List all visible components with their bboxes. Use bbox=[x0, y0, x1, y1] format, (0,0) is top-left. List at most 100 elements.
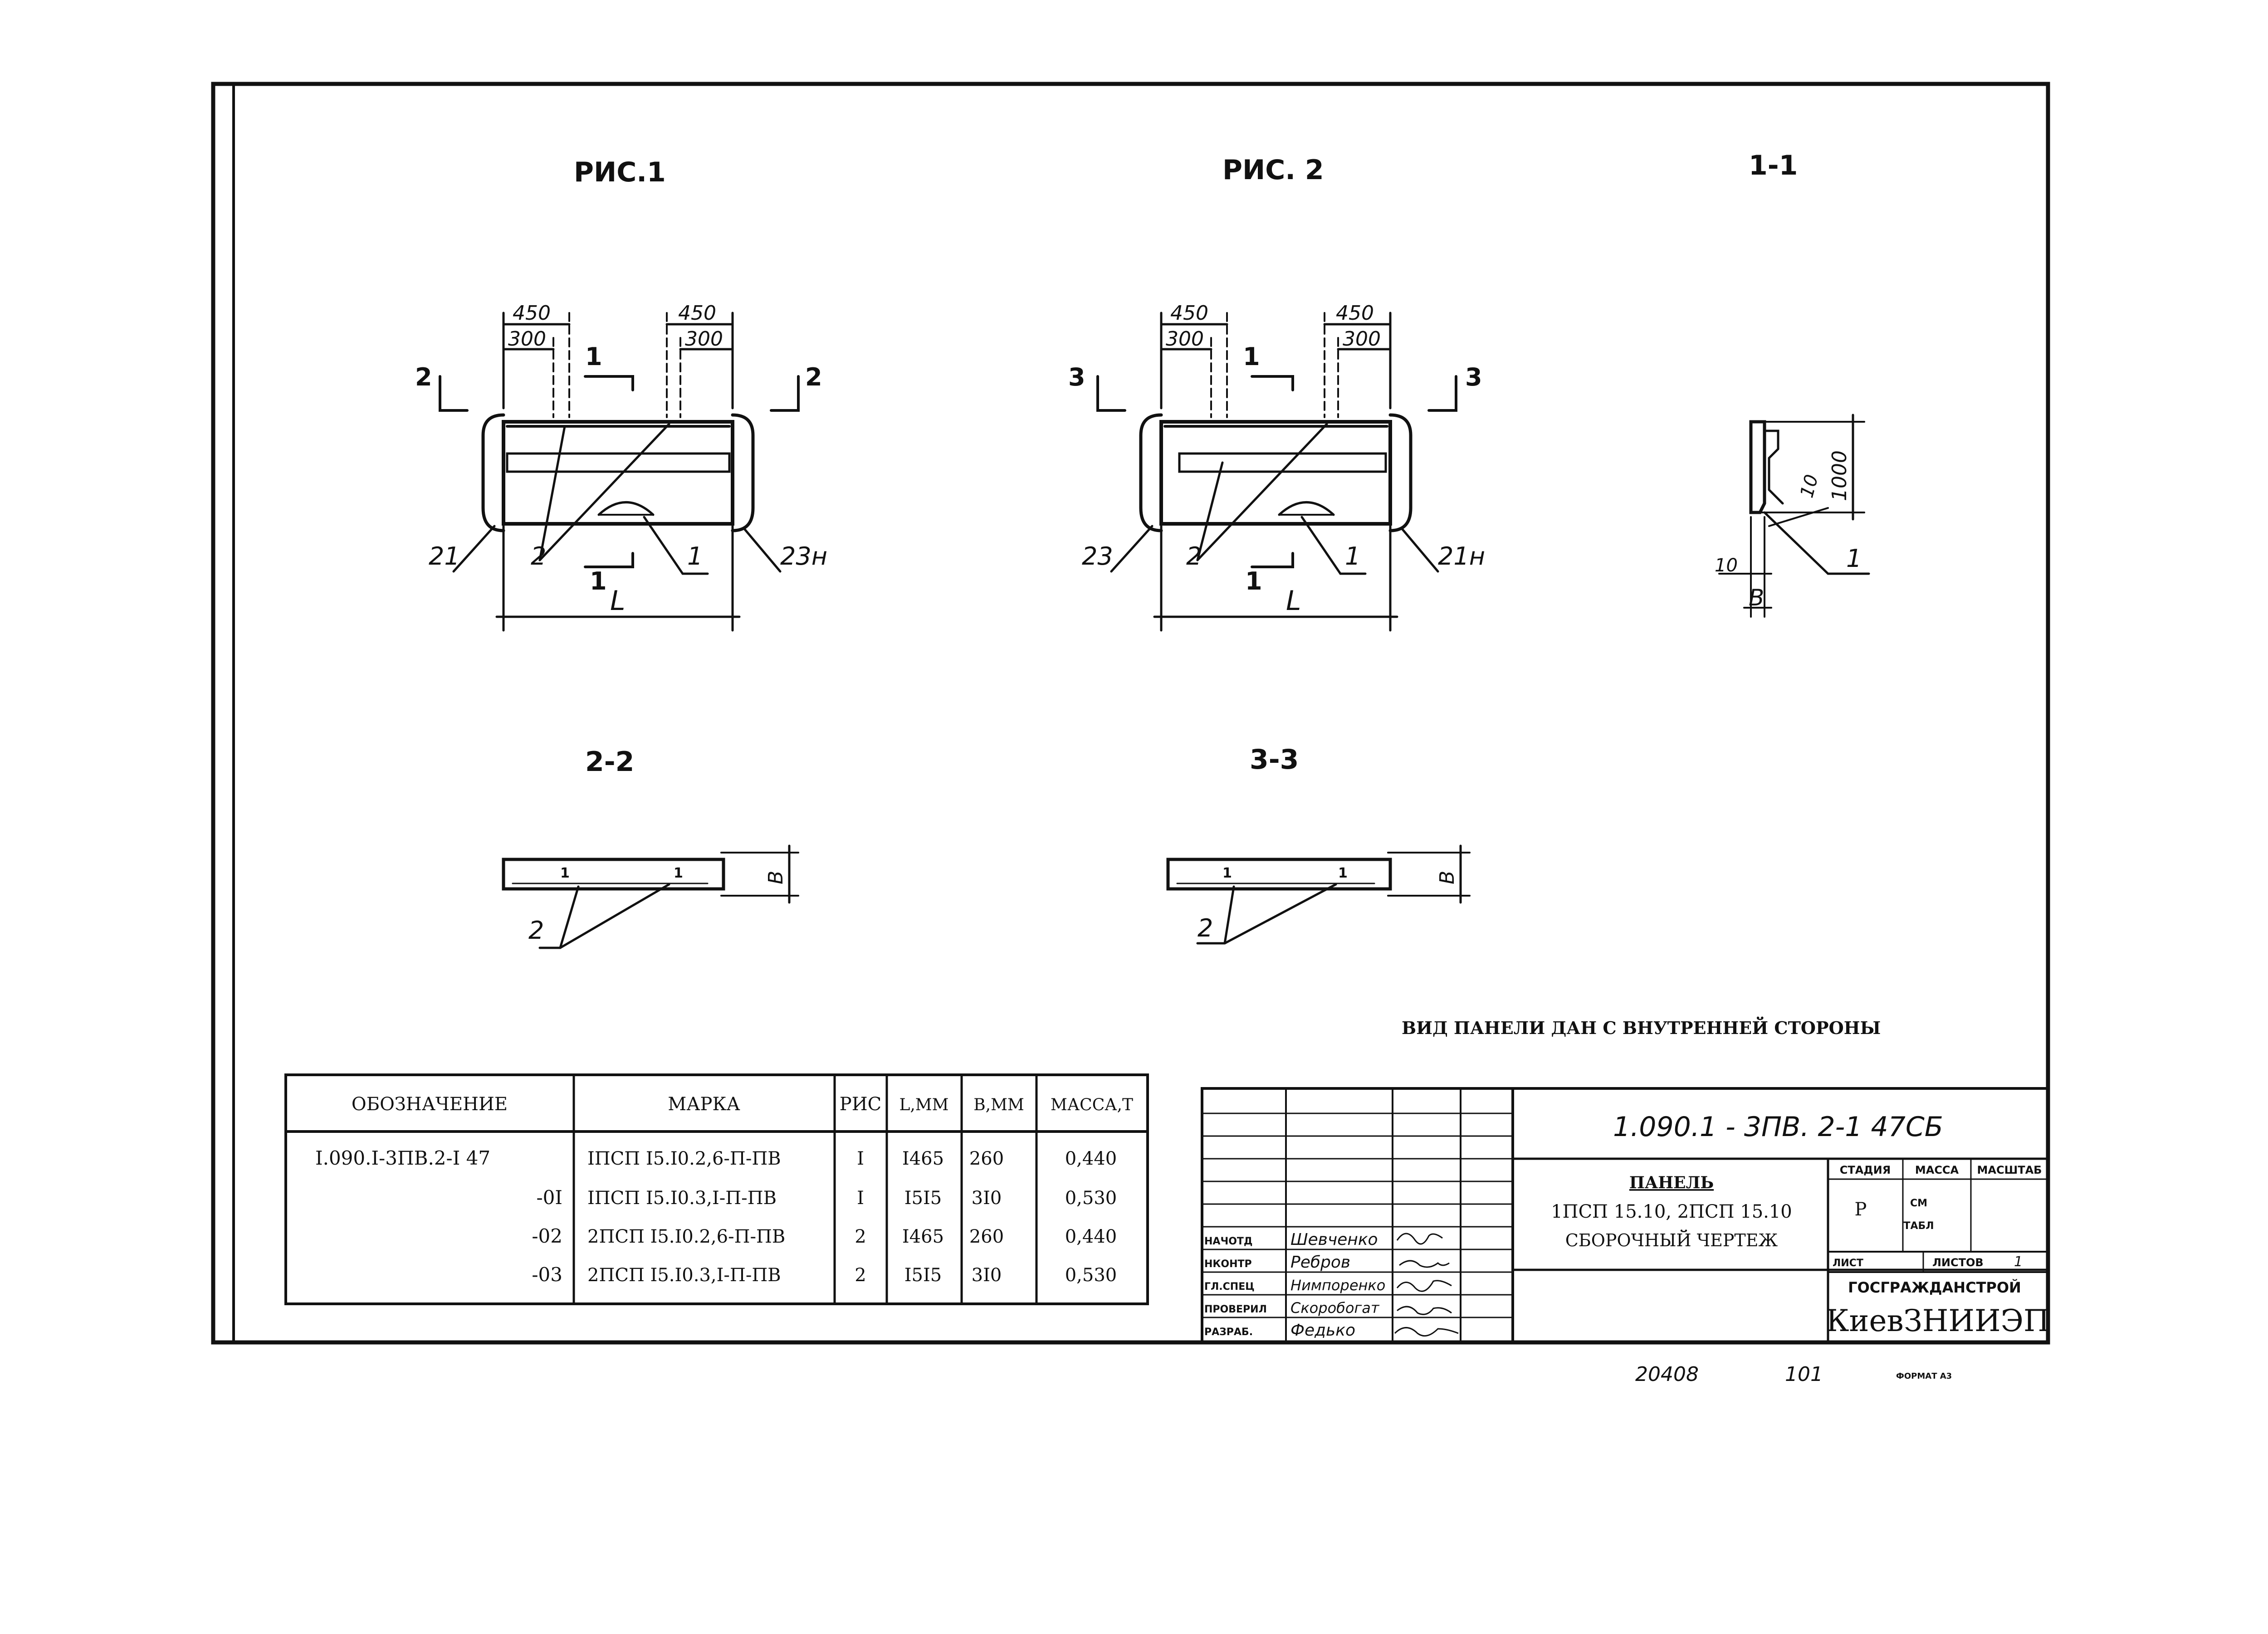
spec-header-mark: МАРКА bbox=[668, 1094, 740, 1115]
spec-row-1-mark: IПСП I5.I0.2,6-П-ПВ bbox=[587, 1148, 781, 1169]
sec22-callout-2: 2 bbox=[528, 916, 544, 945]
sheet-frame bbox=[211, 82, 2050, 1345]
fig2-cut-left: 3 bbox=[1068, 363, 1085, 391]
spec-row-1-mass: 0,440 bbox=[1065, 1148, 1117, 1169]
sec11-dim-10-bottom: 10 bbox=[1715, 555, 1738, 576]
sec22-dim-B: B bbox=[764, 871, 787, 884]
name-4: Скоробогат bbox=[1290, 1299, 1380, 1317]
drawing-note: ВИД ПАНЕЛИ ДАН С ВНУТРЕННЕЙ СТОРОНЫ bbox=[1402, 1017, 1881, 1038]
spec-header-mass: МАССА,Т bbox=[1051, 1096, 1133, 1114]
sec33-label-1b: 1 bbox=[1338, 865, 1348, 881]
fig2-callout-23: 23 bbox=[1082, 542, 1113, 571]
footer-num2: 101 bbox=[1785, 1363, 1823, 1386]
spec-row-3-designation: -02 bbox=[532, 1225, 562, 1247]
name-1: Шевченко bbox=[1290, 1230, 1378, 1249]
title-sheet-label: ЛИСТ bbox=[1833, 1258, 1863, 1269]
fig2-dim-L: L bbox=[1286, 585, 1301, 617]
fig1-cut-left: 2 bbox=[415, 363, 432, 391]
fig1-callout-1: 1 bbox=[687, 542, 703, 571]
spec-row-2-mass: 0,530 bbox=[1065, 1188, 1117, 1209]
title-block-grid bbox=[1201, 1087, 2049, 1344]
sec22-label-1: 1 bbox=[560, 865, 570, 881]
fig1-callout-21: 21 bbox=[429, 542, 460, 571]
spec-row-3-fig: 2 bbox=[855, 1226, 866, 1247]
title-sheets-label: ЛИСТОВ bbox=[1932, 1256, 1984, 1269]
fig2-cut-bottom: 1 bbox=[1245, 567, 1262, 595]
sec11-dim-10-top: 10 bbox=[1796, 473, 1823, 500]
spec-row-3-B: 260 bbox=[969, 1226, 1004, 1247]
fig2-dim-300-right: 300 bbox=[1343, 327, 1381, 351]
spec-header-designation: ОБОЗНАЧЕНИЕ bbox=[352, 1094, 508, 1115]
fig1-callout-23n: 23н bbox=[780, 542, 827, 571]
sec33-callout-2: 2 bbox=[1198, 914, 1213, 942]
spec-table-grid bbox=[284, 1073, 1149, 1305]
sec11-callout-1: 1 bbox=[1846, 544, 1862, 573]
spec-row-1-B: 260 bbox=[969, 1148, 1004, 1169]
spec-row-2-mark: IПСП I5.I0.3,I-П-ПВ bbox=[587, 1188, 777, 1209]
title-mass-value-2: ТАБЛ bbox=[1903, 1220, 1934, 1232]
fig1-dim-450-right: 450 bbox=[678, 302, 716, 325]
fig2-callout-1: 1 bbox=[1345, 542, 1360, 571]
spec-row-1-fig: I bbox=[857, 1148, 864, 1169]
fig1-cut-right: 2 bbox=[805, 363, 822, 391]
fig2-dim-450-left: 450 bbox=[1170, 302, 1208, 325]
name-2: Ребров bbox=[1290, 1253, 1350, 1272]
sec11-dim-B: B bbox=[1749, 585, 1764, 611]
spec-header-fig: РИС bbox=[840, 1094, 881, 1115]
fig1-callout-2: 2 bbox=[531, 542, 546, 571]
section-1-1-title: 1-1 bbox=[1749, 150, 1798, 181]
section-3-3-title: 3-3 bbox=[1250, 744, 1299, 776]
spec-row-4-B: 3I0 bbox=[972, 1265, 1002, 1286]
spec-row-4-fig: 2 bbox=[855, 1265, 866, 1286]
title-name-line1: ПАНЕЛЬ bbox=[1629, 1173, 1714, 1192]
title-sheets-value: 1 bbox=[2014, 1254, 2023, 1270]
fig2-dim-450-right: 450 bbox=[1336, 302, 1374, 325]
fig1-dim-300-right: 300 bbox=[685, 327, 723, 351]
fig1-cut-bottom: 1 bbox=[590, 567, 607, 595]
spec-row-3-L: I465 bbox=[902, 1226, 944, 1247]
fig2-cut-top: 1 bbox=[1243, 342, 1260, 371]
section-2-2-title: 2-2 bbox=[585, 746, 634, 778]
fig2-title: РИС. 2 bbox=[1222, 154, 1324, 186]
role-nachotd: НАЧОТД bbox=[1204, 1236, 1253, 1247]
spec-row-4-designation: -03 bbox=[532, 1263, 562, 1286]
title-org-line1: ГОСГРАЖДАНСТРОЙ bbox=[1848, 1279, 2021, 1296]
sec33-dim-B: B bbox=[1436, 871, 1459, 884]
name-5: Федько bbox=[1290, 1321, 1355, 1340]
section-2-2 bbox=[502, 844, 799, 949]
spec-row-2-designation: -0I bbox=[536, 1186, 562, 1209]
title-org-line2: КиевЗНИИЭП bbox=[1826, 1303, 2049, 1338]
name-3: Нимпоренко bbox=[1290, 1277, 1385, 1294]
fig1-cut-top: 1 bbox=[585, 342, 602, 371]
sec11-dim-1000: 1000 bbox=[1828, 450, 1851, 501]
fig1-dim-L: L bbox=[610, 585, 625, 617]
spec-header-L: L,ММ bbox=[899, 1096, 948, 1114]
fig1-dim-450-left: 450 bbox=[513, 302, 551, 325]
spec-row-4-L: I5I5 bbox=[904, 1265, 942, 1286]
footer-format: ФОРМАТ А3 bbox=[1896, 1371, 1952, 1381]
title-name-line2: 1ПСП 15.10, 2ПСП 15.10 bbox=[1551, 1201, 1792, 1222]
title-designation: 1.090.1 - 3ПВ. 2-1 47СБ bbox=[1613, 1111, 1943, 1143]
fig2-plan bbox=[1096, 312, 1457, 632]
fig1-plan bbox=[439, 312, 800, 632]
signatures bbox=[1394, 1233, 1459, 1337]
fig2-cut-right: 3 bbox=[1465, 363, 1482, 391]
fig1-dim-300-left: 300 bbox=[508, 327, 546, 351]
spec-row-2-B: 3I0 bbox=[972, 1188, 1002, 1209]
role-glspets: ГЛ.СПЕЦ bbox=[1204, 1281, 1255, 1293]
title-scale-header: МАСШТАБ bbox=[1977, 1164, 2042, 1176]
spec-row-2-fig: I bbox=[857, 1188, 864, 1209]
section-1-1 bbox=[1718, 414, 1870, 618]
title-mass-value-1: СМ bbox=[1910, 1198, 1927, 1209]
spec-row-1-L: I465 bbox=[902, 1148, 944, 1169]
spec-row-3-mark: 2ПСП I5.I0.2,6-П-ПВ bbox=[587, 1226, 785, 1247]
section-3-3 bbox=[1166, 844, 1471, 945]
spec-row-1-designation: I.090.I-3ПВ.2-I 47 bbox=[315, 1147, 490, 1169]
spec-row-4-mass: 0,530 bbox=[1065, 1265, 1117, 1286]
spec-header-B: B,ММ bbox=[973, 1096, 1024, 1114]
fig2-callout-2: 2 bbox=[1186, 542, 1202, 571]
spec-row-4-mark: 2ПСП I5.I0.3,I-П-ПВ bbox=[587, 1265, 781, 1286]
title-stage-header: СТАДИЯ bbox=[1840, 1164, 1891, 1176]
sec22-label-1b: 1 bbox=[674, 865, 683, 881]
